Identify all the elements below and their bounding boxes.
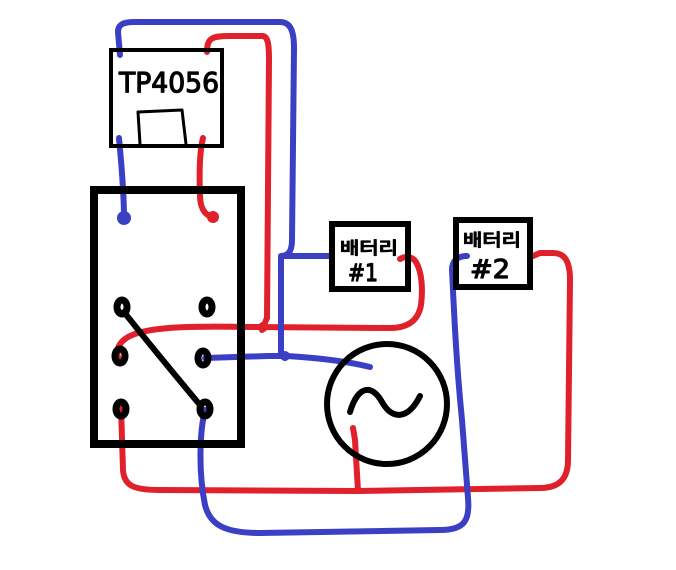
- wire-bottom-to-battery2: [355, 250, 573, 494]
- switch-lever: [121, 309, 203, 408]
- junction-blue: [280, 351, 290, 361]
- junction-red: [258, 322, 268, 332]
- switch-terminal-mid-left: [111, 345, 129, 367]
- battery-2-label-line1: 배터리: [463, 231, 521, 251]
- battery-2-box: [453, 217, 533, 290]
- battery-1-label-line1: 배터리: [340, 239, 398, 259]
- wire-tp4056-bat-plus: [196, 135, 216, 220]
- battery-1-label-line2: #1: [348, 259, 378, 287]
- tp4056-usb-port: [136, 108, 188, 145]
- switch-terminal-top-right: [198, 296, 216, 318]
- wire-tp4056-bat-minus: [116, 135, 127, 221]
- switch-terminal-mid-right: [194, 347, 212, 369]
- switch: [90, 186, 245, 448]
- load-ac-source: [324, 341, 450, 467]
- switch-terminal-bottom-left: [112, 398, 130, 420]
- positive-wires: [114, 33, 573, 494]
- switch-dot-blue: [117, 211, 131, 225]
- tp4056-label: TP4056: [118, 66, 219, 99]
- tp4056-module: TP4056: [109, 48, 224, 148]
- tp4056-box: [109, 48, 224, 148]
- battery-2-label-line2: #2: [470, 255, 510, 285]
- switch-terminal-bottom-right: [196, 398, 214, 420]
- battery-1: 배터리 #1: [329, 221, 411, 292]
- load-circle: [324, 341, 450, 467]
- wire-tp4056-top-red: [204, 33, 272, 333]
- wire-bottom-loop-to-battery2: [197, 253, 472, 536]
- sine-wave-icon: [347, 387, 423, 418]
- switch-body: [90, 186, 245, 448]
- switch-dot-red: [207, 211, 219, 223]
- wire-switch-to-battery1: [114, 254, 425, 365]
- battery-1-box: [329, 221, 411, 292]
- wire-switch-bottom-left: [118, 405, 361, 494]
- battery-2: 배터리 #2: [453, 217, 533, 290]
